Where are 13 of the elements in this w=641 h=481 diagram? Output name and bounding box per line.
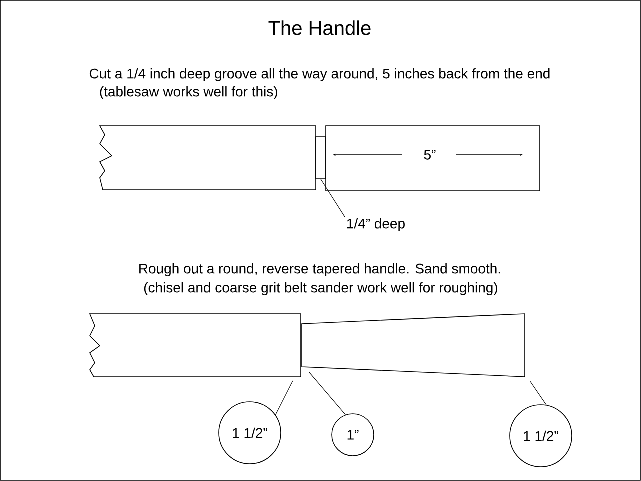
- leader-line: [530, 380, 547, 406]
- leader-line: [308, 372, 346, 416]
- instruction-note: (tablesaw works well for this): [98, 85, 280, 101]
- leader-line: [320, 179, 346, 218]
- tapered-handle: [302, 314, 526, 378]
- leader-line: [275, 380, 294, 416]
- instruction-note: (chisel and coarse grit belt sander work well for roughing): [142, 281, 500, 297]
- callout-text: 1/4” deep: [347, 218, 405, 232]
- groove: [316, 136, 326, 180]
- instruction-text: Rough out a round, reverse tapered handle. Sand smooth.: [137, 262, 503, 278]
- dimension-label: 5”: [422, 149, 438, 161]
- title: The Handle: [268, 20, 371, 36]
- instruction-text: Cut a 1/4 inch deep groove all the way around, 5 inches back from the end: [88, 67, 552, 83]
